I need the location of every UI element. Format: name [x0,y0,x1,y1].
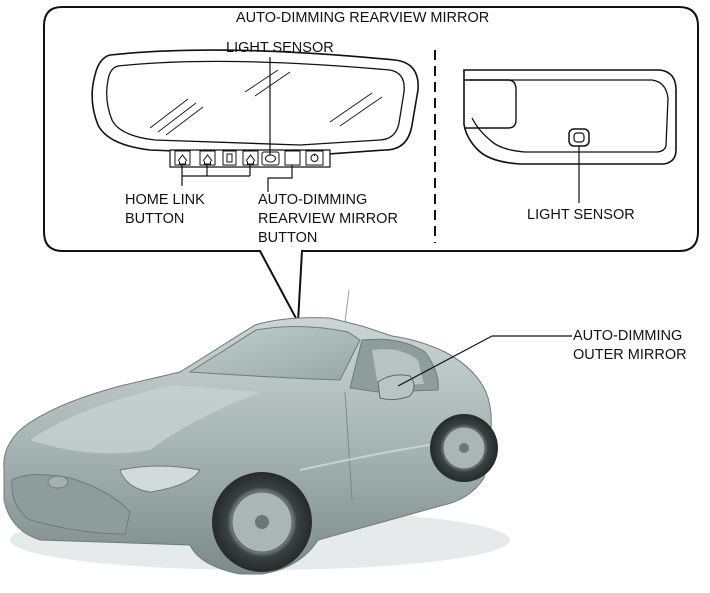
home-link-label-2: BUTTON [125,211,184,227]
auto-dimming-button-label-2: REARVIEW MIRROR [258,211,398,227]
home-link-leader [181,165,251,186]
outer-mirror-label-2: OUTER MIRROR [573,347,687,363]
rearview-mirror-rear [463,69,677,165]
light-sensor-rear-label: LIGHT SENSOR [527,207,635,223]
auto-dimming-button-label-3: BUTTON [258,230,317,246]
light-sensor-front-label: LIGHT SENSOR [226,40,334,56]
home-link-label-1: HOME LINK [125,192,205,208]
light-sensor-rear-icon [568,128,590,147]
auto-dimming-button-leader [267,165,293,192]
diagram-title: AUTO-DIMMING REARVIEW MIRROR [236,10,489,26]
outer-mirror-label-1: AUTO-DIMMING [573,328,682,344]
car-illustration [3,289,510,575]
rearview-mirror-front [91,49,419,168]
auto-dimming-button-label-1: AUTO-DIMMING [258,192,367,208]
outer-mirror-leader [397,335,493,387]
auto-dimming-rearview-mirror-button[interactable] [284,150,324,166]
outer-mirror [377,374,415,401]
